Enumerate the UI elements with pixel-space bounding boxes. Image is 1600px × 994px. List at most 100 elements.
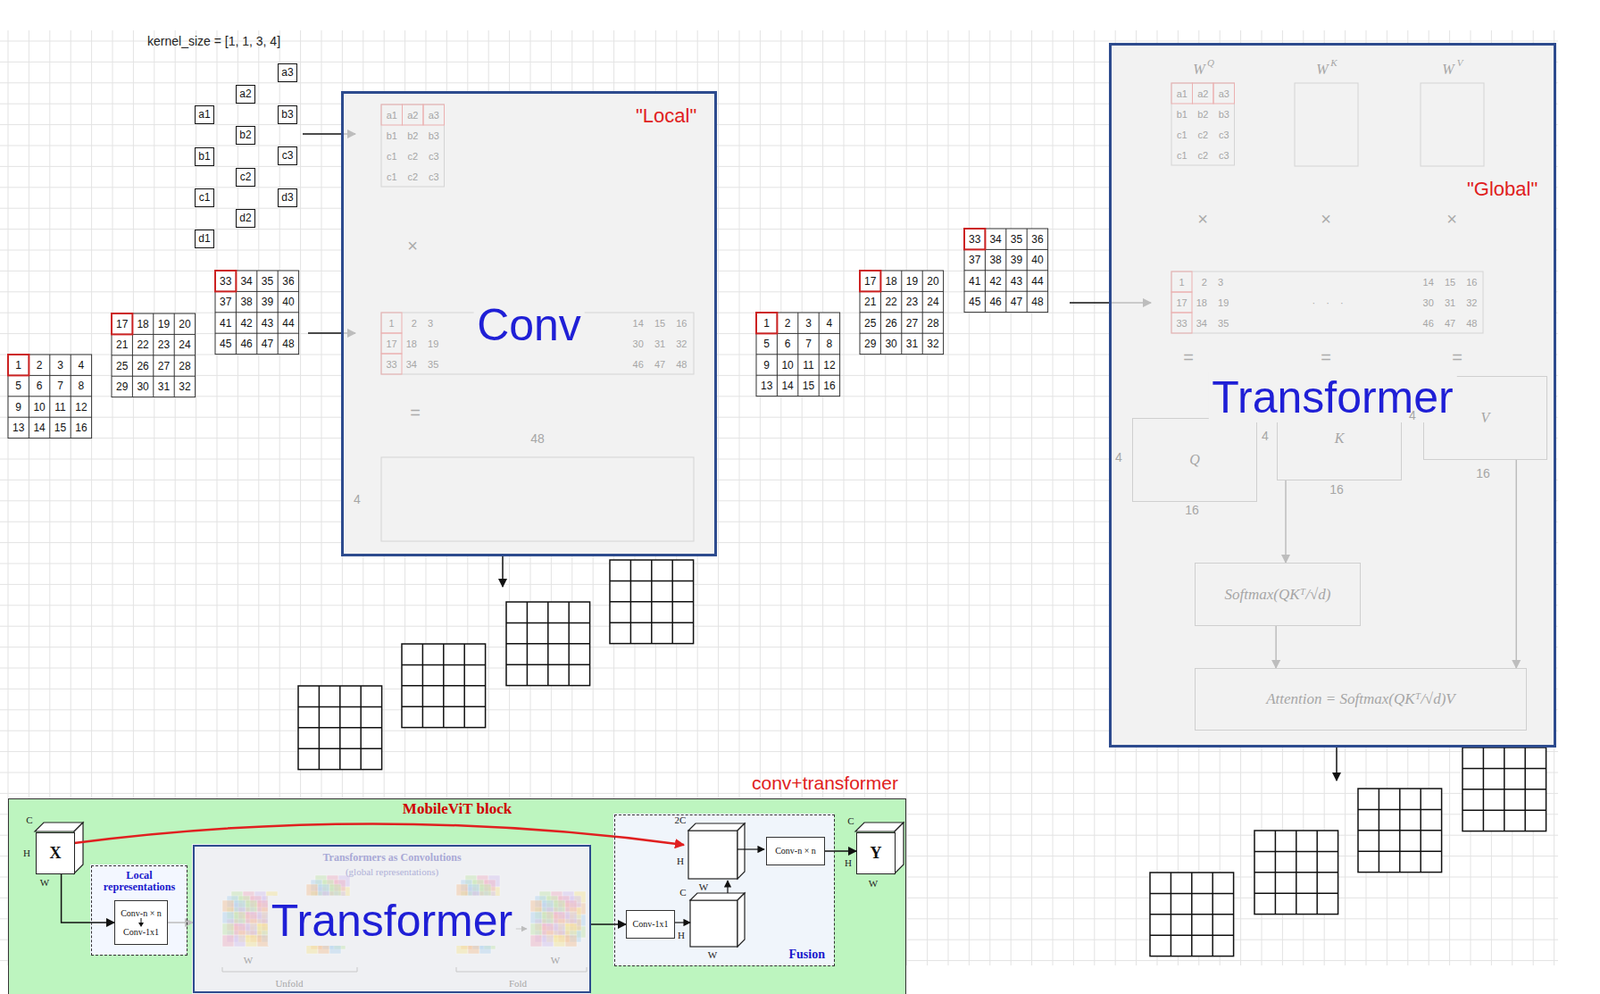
connector-arrow — [1284, 480, 1287, 563]
panel-fill — [90, 864, 187, 955]
matrix-cell: c2 — [407, 150, 418, 161]
node-label: Conv-1x1 — [633, 918, 669, 930]
output-matrix — [1211, 872, 1214, 957]
cube-face — [74, 822, 84, 874]
matrix-cell: 16 — [75, 422, 87, 434]
input-matrix — [964, 228, 1049, 313]
matrix-cell: 36 — [282, 275, 294, 287]
input-matrix — [1026, 228, 1028, 313]
weight-name: K — [1330, 58, 1337, 68]
highlight-cell — [111, 313, 133, 334]
feature-map — [456, 883, 468, 896]
dimension-label: 4 — [353, 492, 361, 506]
matrix-cell: 34 — [240, 275, 252, 287]
matrix-cell: a3 — [1218, 88, 1230, 99]
matrix-cell: c1 — [1176, 150, 1188, 160]
highlight-cell — [1171, 291, 1192, 313]
matrix-cell: 27 — [158, 360, 170, 372]
input-matrix — [818, 312, 820, 397]
matrix-cell: 1 — [1178, 276, 1184, 287]
input-matrix — [215, 333, 300, 334]
matrix-cell: 3 — [57, 359, 64, 371]
output-matrix — [463, 643, 466, 728]
matrix-cell: 32 — [926, 338, 939, 350]
matrix-cell: b2 — [1197, 108, 1209, 119]
matrix-cell: 15 — [54, 422, 67, 434]
node-label: Local representations — [92, 869, 186, 893]
input-matrix — [111, 354, 196, 356]
fusion-block: FusionConv-1x1Conv-n × n — [614, 814, 835, 967]
highlight-cell — [859, 270, 881, 292]
matrix-cell: 4 — [826, 317, 834, 329]
node-heading: MobileViT block — [402, 800, 512, 818]
matrix-cell: 17 — [864, 275, 876, 287]
matrix-cell: a3 — [428, 109, 440, 120]
matrix-cell: 33 — [1175, 317, 1187, 328]
highlight-cell — [1192, 83, 1215, 104]
dimension-label: 48 — [530, 432, 545, 445]
matrix-cell: 18 — [136, 318, 149, 330]
tensor-cube: Y — [856, 832, 896, 875]
highlight-cell — [381, 353, 402, 375]
input-matrix — [215, 311, 300, 313]
weight-box — [1420, 83, 1484, 167]
output-matrix — [609, 600, 694, 603]
graph-paper — [926, 30, 928, 966]
matrix-cell: 12 — [75, 401, 87, 413]
matrix-cell: 11 — [54, 401, 66, 413]
matrix-cell: 24 — [178, 339, 191, 350]
feature-map — [541, 923, 554, 935]
highlight-cell — [8, 354, 29, 375]
feature-map — [222, 934, 234, 947]
highlight-cell — [423, 104, 445, 125]
matrix-cell: 14 — [33, 422, 45, 434]
feature-map — [233, 923, 246, 935]
weight-name: W — [1192, 62, 1205, 77]
matrix-cell: 29 — [116, 381, 128, 392]
matrix-cell: 27 — [906, 317, 918, 329]
feature-map — [565, 934, 577, 947]
input-matrix — [8, 395, 92, 397]
bracket — [357, 966, 359, 972]
matrix-cell: 31 — [158, 381, 170, 392]
matrix-cell: 33 — [968, 233, 981, 245]
arrow-line — [673, 921, 691, 923]
matrix-cell: 3 — [805, 317, 812, 329]
highlight-cell — [381, 312, 402, 334]
matrix-box — [381, 457, 694, 542]
matrix-cell: 46 — [240, 338, 252, 350]
node-label: "Global" — [1466, 177, 1538, 200]
axis-label: Unfold — [275, 978, 303, 989]
formula-box: Attention = Softmax(QKᵀ/√d)V — [1194, 667, 1527, 731]
input-matrix — [8, 416, 92, 418]
feature-map — [553, 934, 566, 947]
node-label: "Local" — [635, 104, 697, 127]
weight-box — [381, 104, 445, 187]
highlight-cell — [381, 104, 403, 125]
node-label: Transformers as Convolutions — [322, 851, 461, 865]
output-matrix — [1524, 747, 1526, 832]
matrix-cell: 43 — [261, 317, 274, 329]
matrix-cell: c3 — [428, 171, 440, 182]
matrix-box: Q — [1132, 417, 1258, 502]
highlight-cell — [402, 104, 425, 125]
panel-fill — [8, 798, 907, 994]
matrix-cell: 34 — [989, 233, 1001, 245]
matrix-cell: 21 — [864, 296, 876, 308]
feature-map — [479, 883, 492, 896]
matrix-cell: a1 — [1176, 88, 1188, 99]
matrix-cell: 6 — [784, 338, 792, 350]
matrix-cell: 19 — [158, 318, 170, 330]
kernel-weight: d3 — [277, 188, 298, 208]
matrix-box — [1171, 271, 1484, 334]
axis-label: H — [23, 848, 31, 859]
feature-map — [245, 911, 258, 924]
matrix-cell: 19 — [906, 275, 918, 287]
matrix-cell: c2 — [1197, 150, 1209, 160]
kernel-weight: a3 — [277, 63, 298, 83]
node-label: Fusion — [789, 947, 825, 962]
matrix-cell: 14 15 16 — [633, 317, 688, 328]
matrix-cell: 22 — [884, 296, 897, 308]
matrix-cell: 32 — [178, 381, 191, 392]
matrix-cell: 47 — [1010, 296, 1023, 308]
